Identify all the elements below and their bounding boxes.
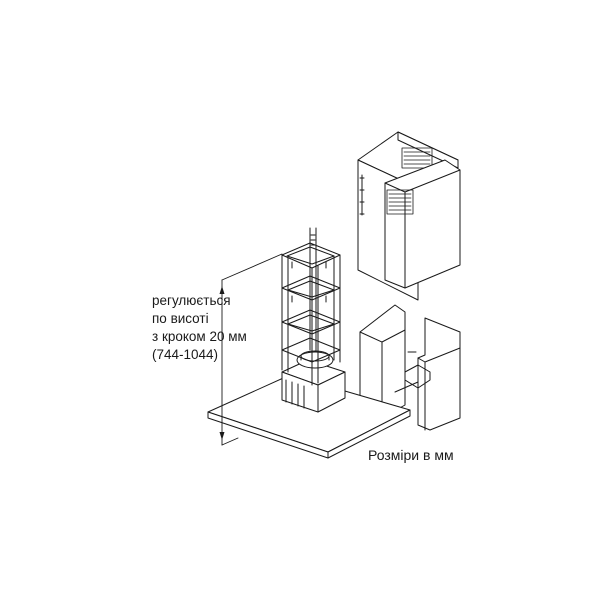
adjustment-line-2: по висоті bbox=[152, 311, 209, 326]
support-frame bbox=[281, 227, 341, 386]
units-note: Розміри в мм bbox=[368, 447, 454, 463]
height-adjustment-note: регулюється по висоті з кроком 20 мм (74… bbox=[152, 292, 247, 364]
upper-chimney-cover-front bbox=[384, 159, 461, 289]
upper-front-vent-grille bbox=[386, 189, 414, 215]
upper-rear-vent-grille bbox=[401, 147, 433, 169]
height-dimension bbox=[219, 253, 283, 446]
motor-housing bbox=[281, 350, 346, 413]
hood-canopy bbox=[207, 374, 411, 459]
adjustment-line-4: (744-1044) bbox=[152, 347, 219, 362]
adjustment-line-1: регулюється bbox=[152, 293, 231, 308]
lower-chimney-cover bbox=[359, 304, 461, 431]
adjustment-line-3: з кроком 20 мм bbox=[152, 329, 247, 344]
